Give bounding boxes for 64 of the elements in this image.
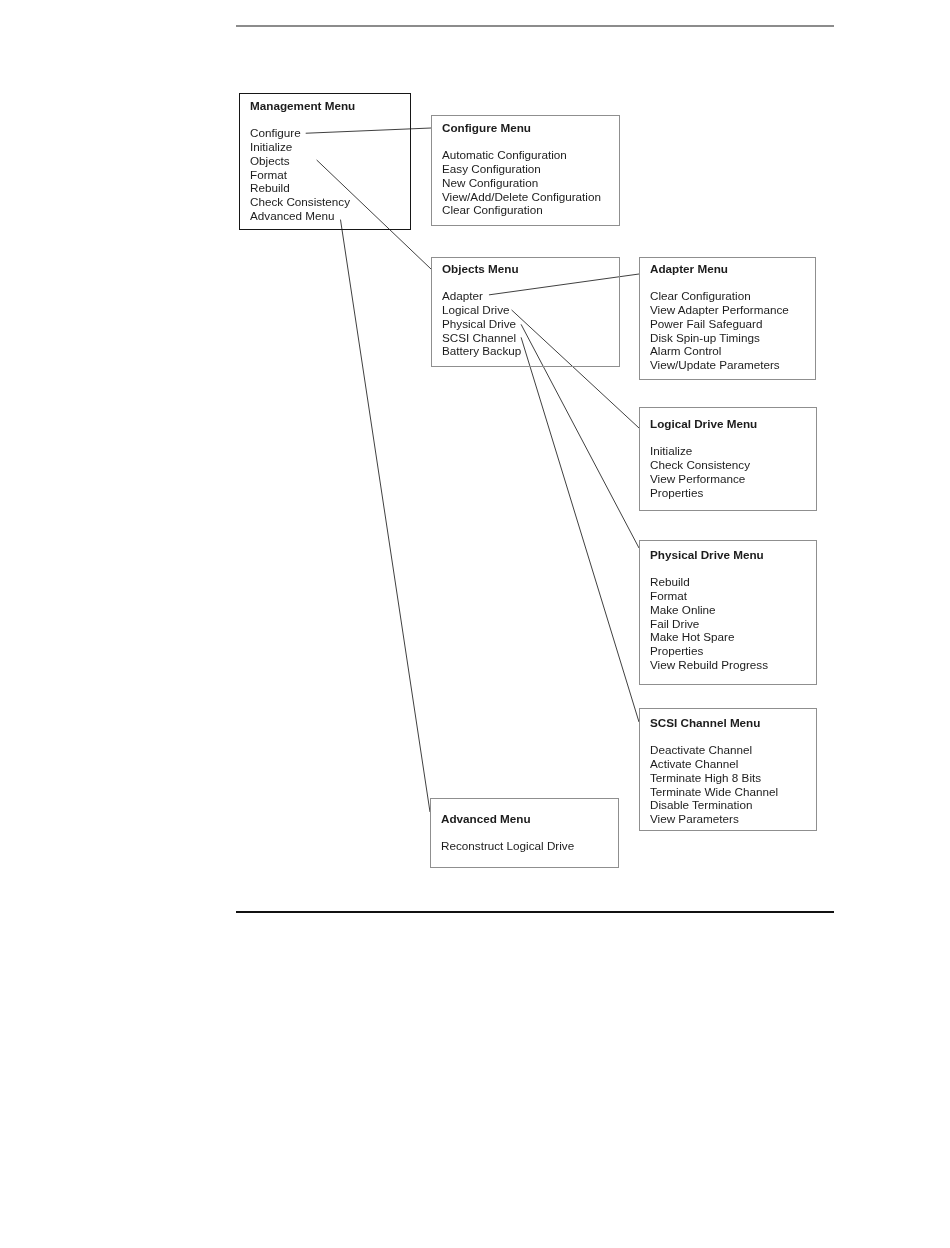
menu-box bbox=[430, 798, 619, 868]
menu-item: Terminate High 8 Bits bbox=[650, 770, 762, 785]
menu-item: Configure bbox=[250, 126, 306, 141]
menu-heading: Configure Menu bbox=[442, 121, 531, 135]
menu-item: Rebuild bbox=[250, 181, 290, 195]
menu-item: Battery Backup bbox=[442, 344, 522, 358]
menu-item: Initialize bbox=[250, 140, 293, 154]
menu-heading: Management Menu bbox=[250, 99, 356, 113]
menu-item: View Rebuild Progress bbox=[650, 657, 769, 672]
menu-item: Power Fail Safeguard bbox=[650, 316, 763, 331]
menu-item: View Parameters bbox=[650, 811, 739, 826]
menu-item: Disk Spin-up Timings bbox=[650, 330, 760, 345]
connector-line bbox=[340, 219, 431, 813]
menu-item: View/Update Parameters bbox=[650, 357, 780, 372]
menu-heading: Physical Drive Menu bbox=[650, 548, 764, 562]
menu-item: Initialize bbox=[650, 444, 693, 459]
menu-item: Format bbox=[250, 167, 287, 182]
menu-item: Easy Configuration bbox=[442, 162, 541, 176]
menu-box bbox=[431, 115, 620, 226]
menu-heading: Adapter Menu bbox=[650, 262, 728, 276]
menu-heading: Advanced Menu bbox=[441, 812, 531, 826]
menu-box bbox=[639, 540, 817, 685]
menu-item: Check Consistency bbox=[250, 194, 351, 209]
menu-item: Automatic Configuration bbox=[442, 148, 567, 163]
menu-item: View Adapter Performance bbox=[650, 303, 789, 317]
menu-item: Format bbox=[650, 589, 687, 603]
menu-heading: SCSI Channel Menu bbox=[650, 716, 761, 730]
menu-item: Check Consistency bbox=[650, 458, 751, 472]
menu-item: Make Hot Spare bbox=[650, 630, 735, 644]
connector-line bbox=[488, 273, 640, 296]
menu-item: Deactivate Channel bbox=[650, 743, 752, 758]
menu-item: View/Add/Delete Configuration bbox=[442, 189, 601, 204]
menu-heading: Objects Menu bbox=[442, 262, 519, 276]
menu-item: Alarm Control bbox=[650, 344, 722, 358]
menu-item: Reconstruct Logical Drive bbox=[441, 839, 575, 854]
menu-item: Clear Configuration bbox=[650, 289, 751, 304]
menu-item: Logical Drive bbox=[442, 303, 512, 317]
menu-item: Terminate Wide Channel bbox=[650, 784, 778, 799]
connector-line bbox=[520, 323, 640, 549]
menu-item: Advanced Menu bbox=[250, 208, 341, 223]
menu-box bbox=[639, 257, 816, 380]
connector-line bbox=[511, 309, 640, 429]
menu-item: SCSI Channel bbox=[442, 330, 522, 345]
menu-item: Clear Configuration bbox=[442, 203, 543, 217]
menu-box bbox=[639, 708, 817, 831]
menu-box bbox=[239, 93, 411, 230]
menu-item: Disable Termination bbox=[650, 798, 753, 812]
menu-item: Properties bbox=[650, 643, 704, 658]
menu-item: Properties bbox=[650, 485, 704, 500]
menu-heading: Logical Drive Menu bbox=[650, 417, 758, 431]
menu-item: Physical Drive bbox=[442, 316, 522, 331]
menu-item: New Configuration bbox=[442, 175, 539, 190]
menu-item: View Performance bbox=[650, 471, 746, 486]
connector-line bbox=[305, 127, 432, 134]
menu-box bbox=[639, 407, 817, 511]
menu-item: Activate Channel bbox=[650, 757, 739, 771]
connector-line bbox=[520, 336, 640, 723]
connector-line bbox=[316, 159, 432, 270]
menu-box bbox=[431, 257, 620, 367]
menu-item: Fail Drive bbox=[650, 616, 700, 631]
menu-item: Adapter bbox=[442, 289, 489, 304]
menu-item: Make Online bbox=[650, 602, 716, 617]
menu-item: Rebuild bbox=[650, 575, 690, 590]
menu-item: Objects bbox=[250, 153, 317, 168]
